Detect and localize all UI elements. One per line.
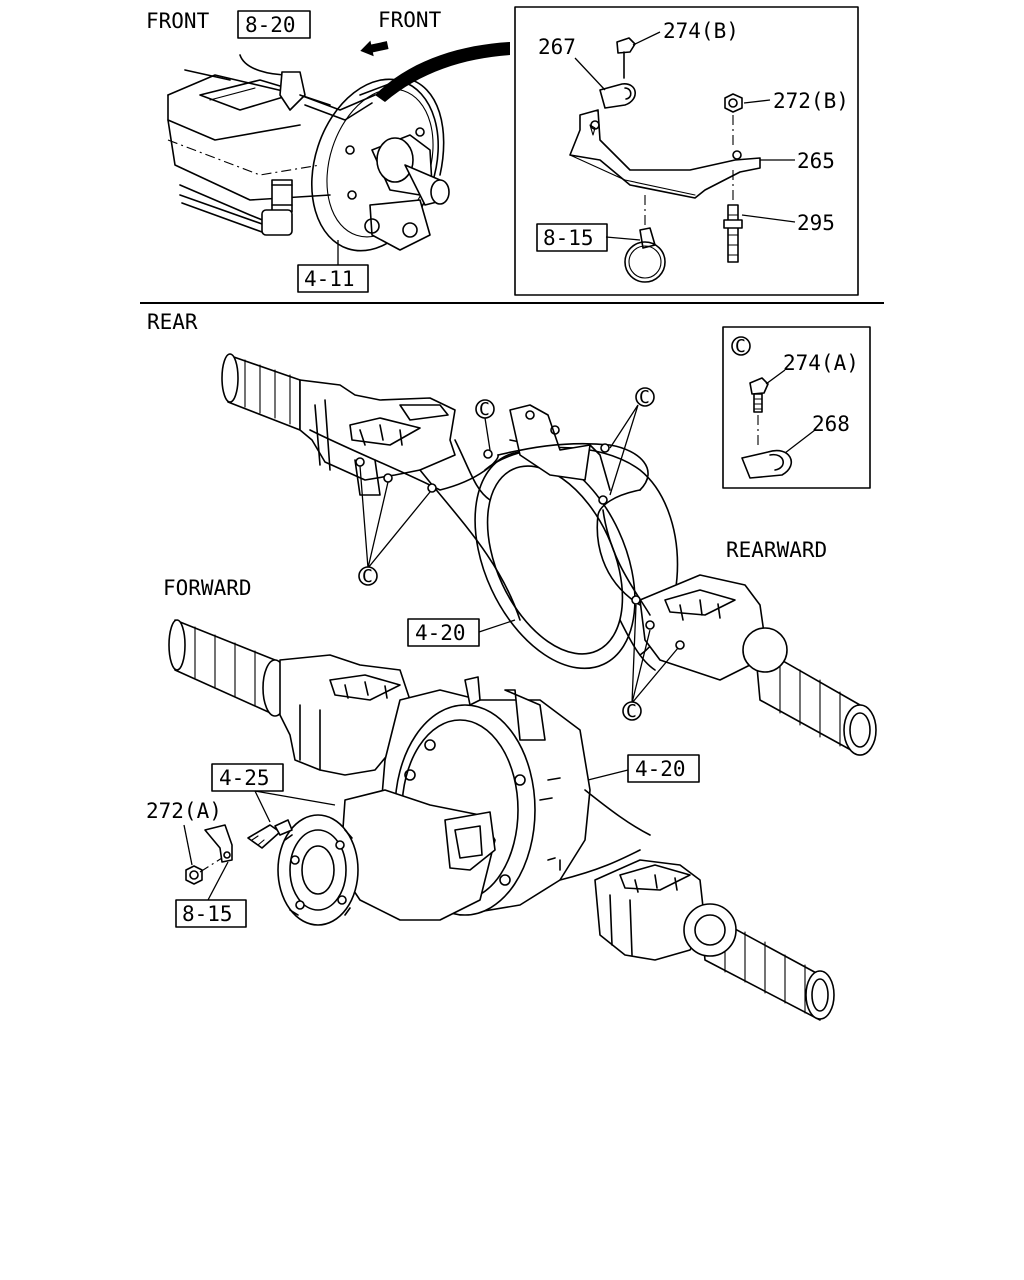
callout-c-2[interactable] (635, 387, 655, 407)
part-265: 265 (797, 149, 835, 173)
rear-axle-upper (221, 353, 877, 756)
callout-c-1-letter: C (479, 399, 490, 420)
ref-box-4-25[interactable] (211, 763, 284, 792)
callout-c-4-letter: C (626, 701, 637, 722)
part-295: 295 (797, 211, 835, 235)
ref-box-8-20[interactable] (237, 10, 311, 39)
ref-box-4-20-b[interactable] (627, 754, 700, 783)
part-274b: 274(B) (663, 19, 739, 43)
callout-c-4[interactable] (622, 701, 642, 721)
part-272a: 272(A) (146, 799, 222, 823)
forward-label: FORWARD (163, 576, 252, 600)
front-axle-illustration (167, 54, 450, 265)
rear-axle-lower (168, 619, 835, 1021)
ref-box-8-15-bottom[interactable] (175, 899, 247, 928)
front-direction-arrow (360, 40, 510, 102)
part-274a: 274(A) (783, 351, 859, 375)
clip-detail-inset: C (722, 326, 871, 489)
lower-leaders (183, 619, 629, 901)
ref-4-25: 4-25 (219, 766, 270, 790)
callout-c-1[interactable] (475, 399, 495, 419)
ref-box-4-20-a[interactable] (407, 618, 480, 647)
callout-c-markers (359, 404, 679, 704)
part-272b: 272(B) (773, 89, 849, 113)
ref-4-20-b: 4-20 (635, 757, 686, 781)
callout-c-3[interactable] (358, 566, 378, 586)
callout-c-3-letter: C (362, 566, 373, 587)
ref-8-15-top: 8-15 (543, 226, 594, 250)
callout-c-2-letter: C (639, 387, 650, 408)
ref-8-15-bottom: 8-15 (182, 902, 233, 926)
part-267: 267 (538, 35, 576, 59)
ref-box-4-11[interactable] (297, 264, 369, 293)
ref-box-8-15-top[interactable] (536, 223, 608, 252)
bracket-detail-inset (514, 6, 859, 296)
ref-4-11: 4-11 (304, 267, 355, 291)
ref-4-20-a: 4-20 (415, 621, 466, 645)
front-arrow-label: FRONT (378, 8, 442, 32)
rear-label: REAR (147, 310, 198, 334)
ref-8-20: 8-20 (245, 13, 296, 37)
rearward-label: REARWARD (726, 538, 827, 562)
part-268: 268 (812, 412, 850, 436)
front-label: FRONT (146, 9, 210, 33)
detail-c-letter: C (735, 336, 746, 357)
